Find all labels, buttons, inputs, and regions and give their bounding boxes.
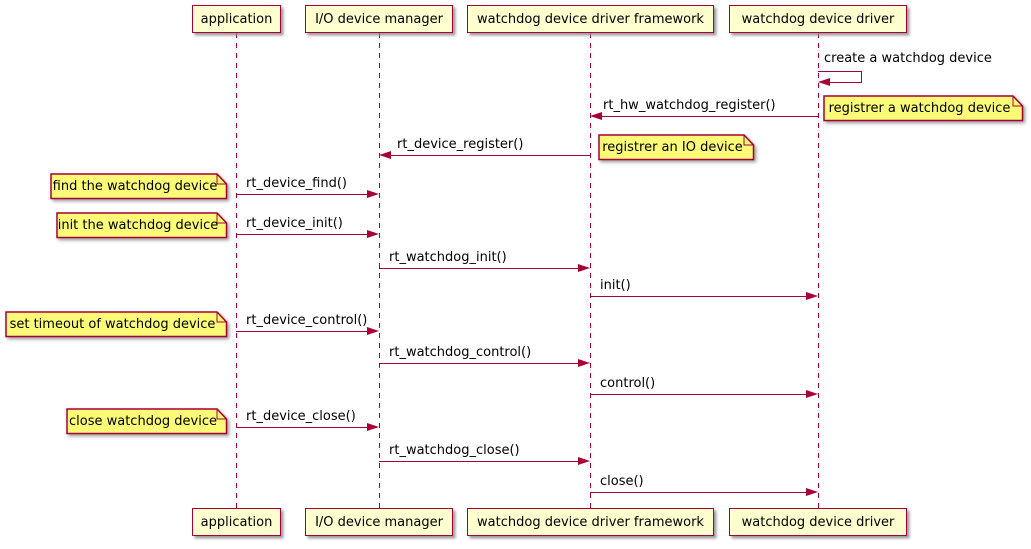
message-label: rt_watchdog_init() [389,250,507,265]
note-set-timeout-of-watchdog-device: set timeout of watchdog device [5,311,228,338]
message-line [236,427,369,428]
message-label: rt_device_register() [397,137,524,152]
note-init-the-watchdog-device: init the watchdog device [56,212,228,239]
note-text: find the watchdog device [52,179,218,194]
note-fold-icon [56,212,228,239]
note-text: set timeout of watchdog device [9,317,216,332]
participant-top-watchdog-device-driver: watchdog device driver [729,5,907,33]
note-registrer-an-io-device: registrer an IO device [598,134,755,161]
message-line [236,194,369,195]
arrowhead [367,190,379,198]
note-text: registrer a watchdog device [828,101,1011,116]
participant-label: watchdog device driver framework [477,514,704,530]
note-text: registrer an IO device [602,140,743,155]
note-fold-icon [823,95,1024,122]
note-registrer-a-watchdog-device: registrer a watchdog device [823,95,1024,122]
note-fold-icon [66,408,228,435]
participant-top-application: application [192,5,281,33]
message-line [590,296,807,297]
message-line [818,71,861,72]
lifeline-watchdog-device-driver-framework [590,33,591,508]
participant-label: application [200,11,273,27]
participant-label: application [200,514,273,530]
note-fold-icon [598,134,755,161]
message-line [861,71,862,83]
message-label: rt_device_find() [246,176,347,191]
message-line [601,116,818,117]
message-label: rt_hw_watchdog_register() [603,98,776,113]
message-line [830,82,861,83]
participant-bottom-watchdog-device-driver-framework: watchdog device driver framework [467,508,714,536]
message-line [236,331,369,332]
note-close-watchdog-device: close watchdog device [66,408,228,435]
participant-label: I/O device manager [315,11,443,27]
arrowhead [806,390,818,398]
message-line [379,461,580,462]
note-find-the-watchdog-device: find the watchdog device [50,173,228,200]
message-label: rt_watchdog_close() [389,443,520,458]
arrowhead [590,112,602,120]
message-label: rt_device_control() [246,313,368,328]
participant-bottom-application: application [192,508,281,536]
lifeline-io-device-manager [379,33,380,508]
participant-label: watchdog device driver [741,514,895,530]
participant-label: watchdog device driver [741,11,895,27]
participant-label: watchdog device driver framework [477,11,704,27]
message-line [236,234,369,235]
message-label: rt_device_close() [246,409,356,424]
message-label: rt_watchdog_control() [389,345,532,360]
arrowhead [367,423,379,431]
arrowhead [818,78,830,86]
note-text: init the watchdog device [57,218,219,233]
participant-top-io-device-manager: I/O device manager [305,5,453,33]
message-label: rt_device_init() [246,216,343,231]
message-label: control() [600,376,656,391]
arrowhead [367,327,379,335]
lifeline-application [236,33,237,508]
message-line [379,363,580,364]
arrowhead [367,230,379,238]
message-line [390,155,590,156]
note-fold-icon [5,311,228,338]
participant-bottom-io-device-manager: I/O device manager [305,508,453,536]
arrowhead [806,488,818,496]
note-text: close watchdog device [69,414,217,429]
message-line [590,492,807,493]
arrowhead [379,151,391,159]
message-label: create a watchdog device [824,51,992,66]
participant-top-watchdog-device-driver-framework: watchdog device driver framework [467,5,714,33]
message-label: close() [600,474,644,489]
message-line [379,268,580,269]
participant-bottom-watchdog-device-driver: watchdog device driver [729,508,907,536]
arrowhead [578,264,590,272]
lifeline-watchdog-device-driver [818,33,819,508]
note-fold-icon [50,173,228,200]
message-line [590,394,807,395]
arrowhead [806,292,818,300]
message-label: init() [600,278,631,293]
arrowhead [578,359,590,367]
arrowhead [578,457,590,465]
participant-label: I/O device manager [315,514,443,530]
